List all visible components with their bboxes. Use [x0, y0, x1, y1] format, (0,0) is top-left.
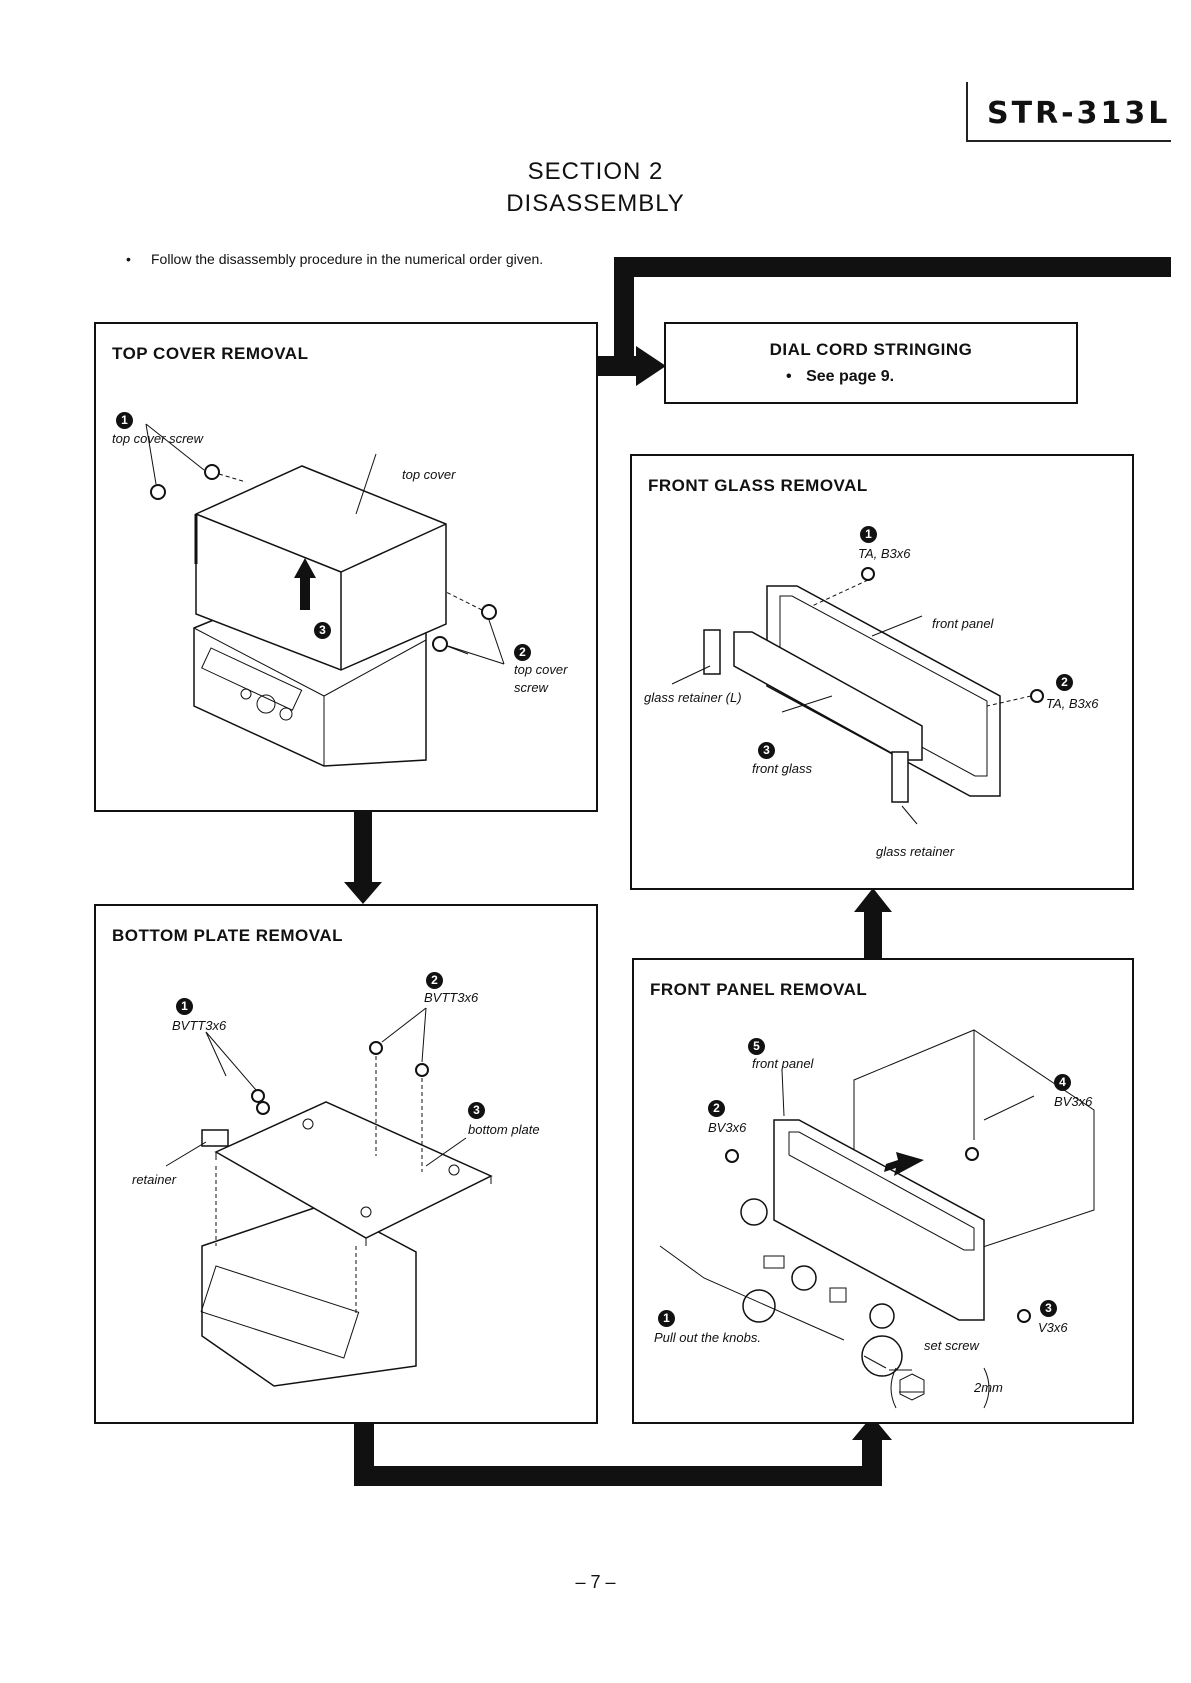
- glass-retainer-label: glass retainer: [876, 844, 955, 859]
- procedure-note-text: Follow the disassembly procedure in the …: [151, 251, 544, 267]
- front-panel-label: front panel: [932, 616, 994, 631]
- front-glass-removal-box: FRONT GLASS REMOVAL 1 TA, B3x6 front pan…: [630, 454, 1134, 890]
- flow-arrowhead-up: [854, 888, 892, 912]
- flow-arrowhead-down: [344, 882, 382, 904]
- dial-cord-note: • See page 9.: [786, 368, 894, 386]
- section-title: DISASSEMBLY: [506, 190, 685, 217]
- ta-b3x6-label-2: TA, B3x6: [1046, 696, 1099, 711]
- bv3x6-label-4: BV3x6: [1054, 1094, 1093, 1109]
- bottom-plate-diagram: [165, 1007, 493, 1387]
- bottom-plate-removal-box: BOTTOM PLATE REMOVAL 2 BVTT3x6 1 BVTT3x6: [94, 904, 598, 1424]
- set-screw-label: set screw: [924, 1338, 979, 1353]
- step-1-badge: 1: [116, 412, 133, 429]
- dial-cord-note-text: See page 9.: [806, 368, 895, 385]
- bottom-plate-removal-title: BOTTOM PLATE REMOVAL: [112, 926, 343, 945]
- dial-cord-stringing-title: DIAL CORD STRINGING: [769, 340, 973, 359]
- step-3-badge: 3: [314, 622, 331, 639]
- model-divider-horizontal: [966, 140, 1171, 142]
- top-cover-label: top cover: [402, 467, 456, 482]
- step-4-badge: 4: [1054, 1074, 1071, 1091]
- flow-bar-left: [596, 356, 636, 376]
- flow-bar-down: [614, 257, 634, 369]
- page-number: – 7 –: [575, 1572, 616, 1592]
- retainer-label: retainer: [132, 1172, 177, 1187]
- step-3-badge: 3: [758, 742, 775, 759]
- pull-knobs-label: Pull out the knobs.: [654, 1330, 761, 1345]
- front-glass-diagram: [671, 567, 1044, 825]
- step-1-badge: 1: [658, 1310, 675, 1327]
- bv3x6-label-2: BV3x6: [708, 1120, 747, 1135]
- model-divider-vertical: [966, 82, 968, 142]
- dial-cord-stringing-box: DIAL CORD STRINGING • See page 9.: [664, 322, 1078, 404]
- front-panel-removal-title: FRONT PANEL REMOVAL: [650, 980, 868, 999]
- flow-bar-bottom-right: [862, 1438, 882, 1486]
- flow-arrowhead-up-bottom: [852, 1416, 892, 1440]
- bvtt3x6-label-1: BVTT3x6: [172, 1018, 227, 1033]
- step-3-badge: 3: [468, 1102, 485, 1119]
- front-panel-label: front panel: [752, 1056, 814, 1071]
- front-panel-removal-box: FRONT PANEL REMOVAL 5 front pa: [632, 958, 1134, 1424]
- section-number: SECTION 2: [527, 158, 664, 185]
- bvtt3x6-label-2: BVTT3x6: [424, 990, 479, 1005]
- dial-cord-bullet: •: [786, 368, 792, 385]
- flow-bar-middle: [354, 812, 372, 892]
- v3x6-label-3: V3x6: [1038, 1320, 1068, 1335]
- front-panel-diagram: [659, 1029, 1095, 1409]
- top-cover-diagram: [145, 423, 505, 767]
- step-2-badge: 2: [708, 1100, 725, 1117]
- ta-b3x6-label-1: TA, B3x6: [858, 546, 911, 561]
- step-2-badge: 2: [1056, 674, 1073, 691]
- step-2-badge: 2: [514, 644, 531, 661]
- step-2-badge: 2: [426, 972, 443, 989]
- top-cover-removal-title: TOP COVER REMOVAL: [112, 344, 309, 363]
- bullet-icon: •: [126, 251, 131, 267]
- flow-bar-top: [614, 257, 1171, 277]
- step-5-badge: 5: [748, 1038, 765, 1055]
- step-1-badge: 1: [176, 998, 193, 1015]
- step-3-badge: 3: [1040, 1300, 1057, 1317]
- flow-arrowhead-right: [636, 346, 666, 386]
- front-glass-label: front glass: [752, 761, 812, 776]
- top-cover-removal-box: TOP COVER REMOVAL 1 top c: [94, 322, 598, 812]
- hex-size-label: 2mm: [974, 1380, 1003, 1395]
- model-number: STR-313L: [987, 96, 1171, 131]
- top-cover-screw-2b-label: screw: [514, 680, 548, 695]
- front-glass-removal-title: FRONT GLASS REMOVAL: [648, 476, 868, 495]
- top-cover-screw-2a-label: top cover: [514, 662, 568, 677]
- step-1-badge: 1: [860, 526, 877, 543]
- flow-bar-bottom: [354, 1466, 882, 1486]
- glass-retainer-l-label: glass retainer (L): [644, 690, 742, 705]
- flow-bar-right: [864, 910, 882, 968]
- top-cover-screw-label: top cover screw: [112, 431, 204, 446]
- bottom-plate-label: bottom plate: [468, 1122, 540, 1137]
